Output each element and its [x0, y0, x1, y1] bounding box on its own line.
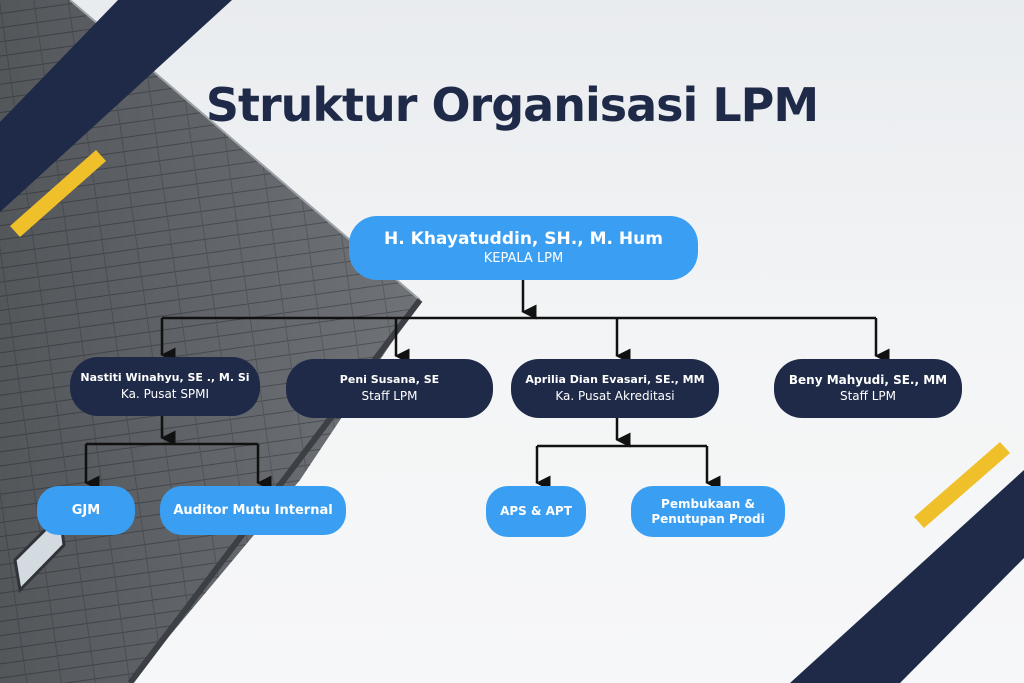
head-name: H. Khayatuddin, SH., M. Hum — [384, 228, 663, 249]
head-node: H. Khayatuddin, SH., M. Hum KEPALA LPM — [349, 216, 698, 280]
unit-node-aps-apt: APS & APT — [486, 486, 586, 537]
unit-label: GJM — [71, 502, 101, 518]
page-title: Struktur Organisasi LPM — [205, 78, 819, 132]
navy-stripe-bottom — [790, 470, 1024, 683]
member-name: Beny Mahyudi, SE., MM — [788, 372, 948, 387]
member-node-staff-2: Beny Mahyudi, SE., MM Staff LPM — [774, 359, 962, 418]
unit-node-prodi: Pembukaan & Penutupan Prodi — [631, 486, 785, 537]
member-name: Peni Susana, SE — [339, 373, 440, 387]
yellow-stripe-top — [10, 150, 106, 237]
member-node-akreditasi: Aprilia Dian Evasari, SE., MM Ka. Pusat … — [511, 359, 719, 418]
unit-node-gjm: GJM — [37, 486, 135, 535]
member-node-spmi: Nastiti Winahyu, SE ., M. Si Ka. Pusat S… — [70, 357, 260, 416]
yellow-stripe-bottom — [914, 442, 1010, 528]
unit-label: Auditor Mutu Internal — [173, 502, 333, 518]
navy-stripe-top — [0, 0, 232, 212]
unit-label: Pembukaan & Penutupan Prodi — [651, 497, 765, 526]
member-role: Ka. Pusat SPMI — [120, 386, 210, 401]
unit-node-ami: Auditor Mutu Internal — [160, 486, 346, 535]
unit-label: APS & APT — [500, 504, 572, 519]
head-role: KEPALA LPM — [483, 251, 564, 267]
member-name: Nastiti Winahyu, SE ., M. Si — [80, 371, 250, 385]
member-role: Staff LPM — [361, 388, 418, 403]
member-role: Ka. Pusat Akreditasi — [555, 388, 675, 403]
member-role: Staff LPM — [839, 389, 897, 404]
member-name: Aprilia Dian Evasari, SE., MM — [525, 373, 705, 387]
member-node-staff-1: Peni Susana, SE Staff LPM — [286, 359, 493, 418]
